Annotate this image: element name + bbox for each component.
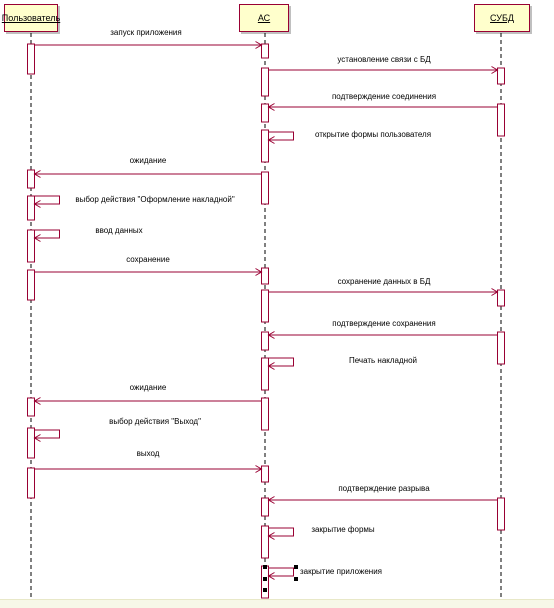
activation-bar — [261, 497, 269, 517]
activation-bar — [497, 103, 505, 137]
message-label: закрытие приложения — [300, 567, 382, 576]
message-5: выбор действия "Оформление накладной" — [34, 195, 235, 205]
self-message-line — [268, 357, 294, 367]
activation-bar — [261, 289, 269, 323]
message-16: закрытие приложения — [268, 567, 382, 577]
participant-dbms[interactable]: СУБД — [474, 4, 530, 32]
message-11: ожидание — [34, 383, 262, 402]
self-message-line — [34, 229, 60, 239]
message-label: выбор действия "Оформление накладной" — [75, 195, 235, 204]
activation-bar — [27, 229, 35, 263]
selection-handle — [294, 565, 298, 569]
self-message-line — [268, 527, 294, 537]
message-12: выбор действия "Выход" — [34, 417, 201, 439]
message-15: закрытие формы — [268, 525, 375, 537]
message-6: ввод данных — [34, 226, 143, 239]
message-label: открытие формы пользователя — [315, 130, 431, 139]
arrow-head — [267, 496, 275, 504]
activation-bar — [27, 43, 35, 75]
activation-bar — [261, 103, 269, 123]
activation-bar — [27, 467, 35, 499]
message-label: ожидание — [130, 383, 167, 392]
arrow-head — [33, 200, 41, 208]
message-7: сохранение — [34, 255, 262, 273]
message-label: подтверждение разрыва — [338, 484, 430, 493]
self-message-line — [34, 429, 60, 439]
message-label: установление связи с БД — [337, 55, 431, 64]
activation-bar — [497, 289, 505, 307]
arrow-head — [33, 234, 41, 242]
arrow-head — [33, 434, 41, 442]
activation-bar — [261, 331, 269, 351]
message-label: ожидание — [130, 156, 167, 165]
arrow-head — [267, 103, 275, 111]
activation-bar — [27, 195, 35, 221]
arrow-head — [267, 532, 275, 540]
bottom-strip — [0, 599, 554, 608]
activation-bar — [261, 525, 269, 559]
message-8: сохранение данных в БД — [268, 277, 498, 293]
arrow-head — [255, 268, 263, 276]
arrow-head — [255, 465, 263, 473]
message-label: запуск приложения — [110, 28, 181, 37]
message-13: выход — [34, 449, 262, 470]
message-3: открытие формы пользователя — [268, 130, 431, 141]
message-label: подтверждение сохранения — [332, 319, 435, 328]
activation-bar — [261, 397, 269, 431]
selection-handle — [294, 577, 298, 581]
activation-bar — [261, 171, 269, 205]
arrow-head — [267, 572, 275, 580]
arrow-head — [491, 66, 499, 74]
arrow-head — [255, 41, 263, 49]
message-label: выбор действия "Выход" — [109, 417, 201, 426]
message-10: Печать накладной — [268, 356, 417, 367]
message-label: ввод данных — [95, 226, 142, 235]
selection-handle — [263, 565, 267, 569]
arrow-head — [33, 170, 41, 178]
message-label: сохранение данных в БД — [338, 277, 431, 286]
activation-bar — [27, 427, 35, 459]
message-4: ожидание — [34, 156, 262, 175]
message-label: сохранение — [126, 255, 170, 264]
activation-bar — [261, 267, 269, 285]
activation-bar — [497, 331, 505, 365]
activation-bar — [27, 397, 35, 417]
activation-bar — [261, 565, 269, 599]
message-label: Печать накладной — [349, 356, 417, 365]
participant-user[interactable]: Пользователь — [2, 4, 60, 32]
arrow-head — [267, 136, 275, 144]
arrow-head — [267, 331, 275, 339]
activation-bar — [261, 357, 269, 391]
participant-system[interactable]: АС — [239, 4, 289, 32]
arrow-head — [33, 397, 41, 405]
message-1: установление связи с БД — [268, 55, 498, 71]
self-message-line — [268, 131, 294, 141]
activation-bar — [261, 67, 269, 97]
message-14: подтверждение разрыва — [268, 484, 498, 501]
selection-handle — [263, 577, 267, 581]
activation-bar — [261, 465, 269, 483]
activation-bar — [261, 43, 269, 59]
self-message-line — [268, 567, 294, 577]
arrow-head — [267, 362, 275, 370]
message-9: подтверждение сохранения — [268, 319, 498, 336]
activation-bar — [27, 269, 35, 301]
message-label: подтверждение соединения — [332, 92, 436, 101]
activation-bar — [497, 497, 505, 531]
selection-handle — [263, 588, 267, 592]
activation-bar — [497, 67, 505, 85]
message-label: выход — [137, 449, 160, 458]
arrow-head — [491, 288, 499, 296]
activation-bar — [261, 129, 269, 163]
message-label: закрытие формы — [311, 525, 375, 534]
activation-bar — [27, 169, 35, 189]
self-message-line — [34, 195, 60, 205]
message-2: подтверждение соединения — [268, 92, 498, 108]
message-0: запуск приложения — [34, 28, 262, 46]
